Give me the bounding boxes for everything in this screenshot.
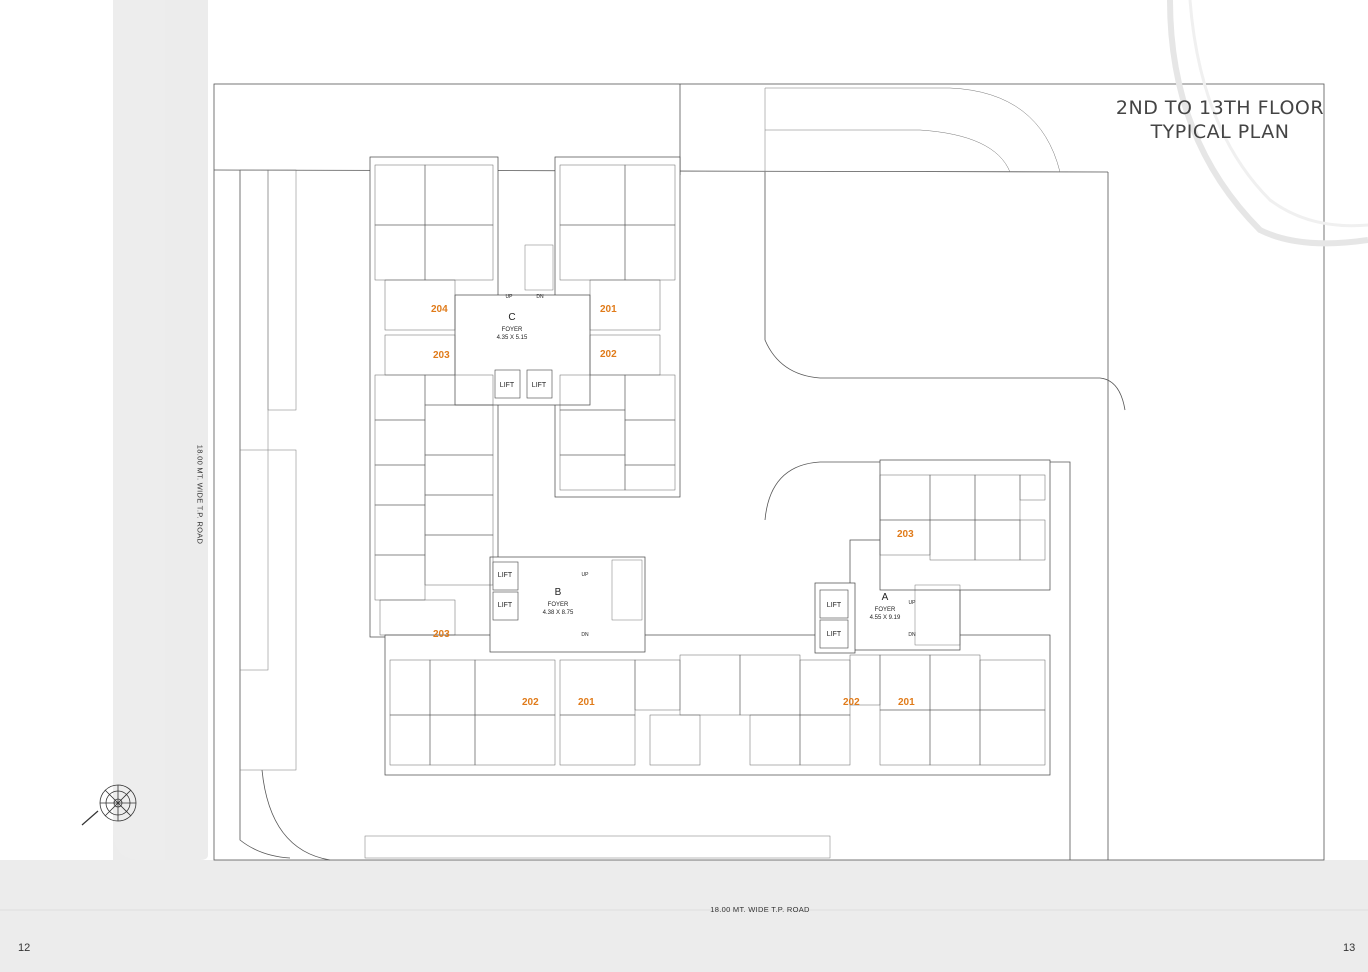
plan-title: 2ND TO 13TH FLOOR TYPICAL PLAN	[1095, 96, 1345, 144]
plan-title-line1: 2ND TO 13TH FLOOR	[1115, 97, 1325, 119]
unit-number-204-1: 204	[431, 304, 448, 315]
stair-direction-5: UP	[909, 600, 917, 606]
lift-label-2: LIFT	[532, 382, 547, 389]
unit-number-203-3: 203	[433, 350, 450, 361]
tower-b-letter: B	[555, 587, 562, 598]
plan-title-line2: TYPICAL PLAN	[1150, 121, 1290, 143]
lift-label-5: LIFT	[827, 602, 842, 609]
stair-direction-2: DN	[536, 294, 544, 300]
unit-number-203-8: 203	[897, 529, 914, 540]
tower-a-letter: A	[882, 592, 889, 603]
tower-b-foyer-label: FOYER	[548, 602, 569, 608]
lifts	[492, 369, 849, 649]
stair-direction-4: DN	[581, 632, 589, 638]
stairs	[524, 244, 961, 646]
unit-number-201-7: 201	[578, 697, 595, 708]
stair-direction-1: UP	[506, 294, 514, 300]
tower-b-foyer-size: 4.38 X 8.75	[543, 610, 574, 616]
north-compass-icon	[81, 784, 137, 826]
lift-label-4: LIFT	[498, 602, 513, 609]
road-label-left: 18.00 MT. WIDE T.P. ROAD	[195, 444, 205, 545]
lift-label-1: LIFT	[500, 382, 515, 389]
unit-number-203-5: 203	[433, 629, 450, 640]
page-number-right: 13	[1343, 942, 1356, 954]
lift-label-3: LIFT	[498, 572, 513, 579]
tower-a-foyer-label: FOYER	[875, 607, 896, 613]
unit-number-202-6: 202	[522, 697, 539, 708]
tower-a-foyer-size: 4.55 X 9.19	[870, 615, 901, 621]
unit-number-201-10: 201	[898, 697, 915, 708]
unit-number-201-2: 201	[600, 304, 617, 315]
tower-c-foyer-label: FOYER	[502, 327, 523, 333]
parking-bottom	[364, 835, 831, 859]
tower-c-letter: C	[508, 312, 515, 323]
road-label-bottom: 18.00 MT. WIDE T.P. ROAD	[710, 905, 810, 914]
unit-number-202-9: 202	[843, 697, 860, 708]
stair-direction-6: DN	[908, 632, 916, 638]
tower-c-foyer-size: 4.35 X 5.15	[497, 335, 528, 341]
stair-direction-3: UP	[582, 572, 590, 578]
building-outlines	[369, 156, 1051, 776]
page-number-left: 12	[18, 942, 31, 954]
parking-left	[239, 169, 297, 771]
lift-label-6: LIFT	[827, 631, 842, 638]
unit-number-202-4: 202	[600, 349, 617, 360]
room-grid	[374, 164, 1046, 766]
curved-parking	[764, 87, 1061, 173]
